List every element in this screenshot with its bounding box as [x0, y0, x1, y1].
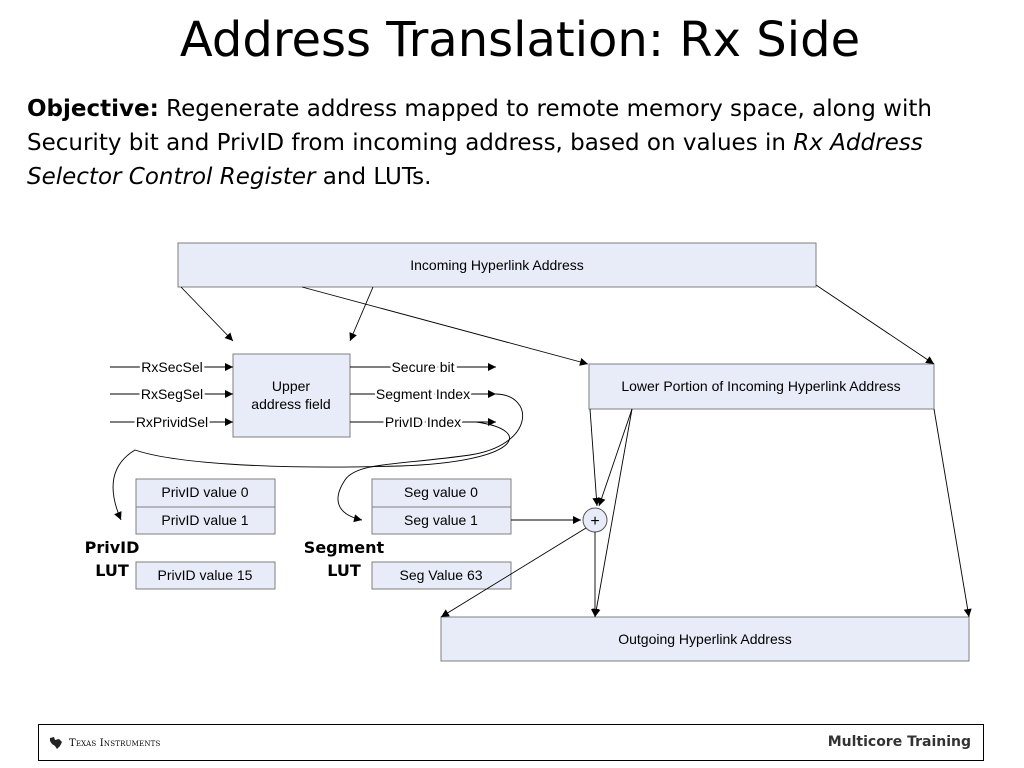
outgoing-address-label: Outgoing Hyperlink Address: [618, 631, 792, 647]
upper-field-label-line1: Upper: [272, 378, 310, 394]
objective-text-1: Regenerate address mapped to remote memo…: [27, 96, 932, 156]
seg-lut-entry: [371, 506, 512, 535]
objective-label: Objective:: [27, 96, 159, 122]
footer-bar: Texas Instruments Multicore Training: [38, 724, 984, 761]
output-segment-index: Segment Index: [376, 386, 470, 402]
privid-lut-entry: [135, 478, 276, 508]
slide-title: Address Translation: Rx Side: [179, 12, 861, 68]
seg-lut-entry-label: Seg value 1: [404, 512, 478, 528]
privid-lut-label-line1: PrivID: [85, 538, 140, 557]
objective-text-2: and LUTs.: [315, 164, 432, 190]
ti-logo-text: Texas Instruments: [69, 737, 161, 749]
incoming-address-block: Incoming Hyperlink Address: [177, 242, 817, 288]
output-fields: Secure bit Segment Index PrivID Index: [350, 357, 496, 433]
connector-arrows: [112, 284, 972, 618]
texas-instruments-logo: Texas Instruments: [49, 734, 161, 752]
objective-paragraph: Objective: Regenerate address mapped to …: [27, 92, 967, 194]
ti-state-icon: [50, 737, 62, 749]
lower-portion-block: Lower Portion of Incoming Hyperlink Addr…: [588, 363, 935, 410]
multicore-training-label: Multicore Training: [827, 734, 971, 750]
segment-lut: Seg value 0 Seg value 1 Seg Value 63 Seg…: [304, 478, 512, 590]
input-rxprividsel: RxPrividSel: [136, 414, 208, 430]
incoming-address-label: Incoming Hyperlink Address: [410, 257, 584, 273]
adder-symbol: +: [590, 513, 599, 530]
input-rxsecsel: RxSecSel: [141, 359, 202, 375]
outgoing-address-block: Outgoing Hyperlink Address: [440, 616, 970, 662]
privid-lut-entry: [135, 561, 276, 590]
privid-lut-entry-label: PrivID value 0: [161, 484, 248, 500]
lower-portion-label: Lower Portion of Incoming Hyperlink Addr…: [621, 378, 900, 394]
privid-lut-label-line2: LUT: [95, 561, 129, 580]
seg-lut-label-line1: Segment: [304, 538, 385, 557]
privid-lut: PrivID value 0 PrivID value 1 PrivID val…: [85, 478, 276, 590]
objective-register-name: Rx Address Selector Control Register: [27, 130, 923, 190]
seg-lut-entry: [371, 478, 512, 508]
upper-address-field-block: Upper address field: [232, 353, 351, 438]
seg-lut-entry-label: Seg value 0: [404, 484, 478, 500]
seg-lut-label-line2: LUT: [327, 561, 361, 580]
privid-lut-entry-label: PrivID value 15: [158, 567, 253, 583]
upper-field-label-line2: address field: [251, 396, 330, 412]
seg-lut-entry-label: Seg Value 63: [399, 567, 482, 583]
privid-lut-entry-label: PrivID value 1: [161, 512, 248, 528]
output-privid-index: PrivID Index: [385, 414, 461, 430]
adder-node: +: [582, 507, 608, 533]
input-selectors: RxSecSel RxSegSel RxPrividSel: [110, 357, 233, 433]
privid-lut-entry: [135, 506, 276, 535]
output-secure-bit: Secure bit: [391, 359, 454, 375]
seg-lut-entry: [371, 561, 512, 590]
input-rxsegsel: RxSegSel: [141, 386, 203, 402]
